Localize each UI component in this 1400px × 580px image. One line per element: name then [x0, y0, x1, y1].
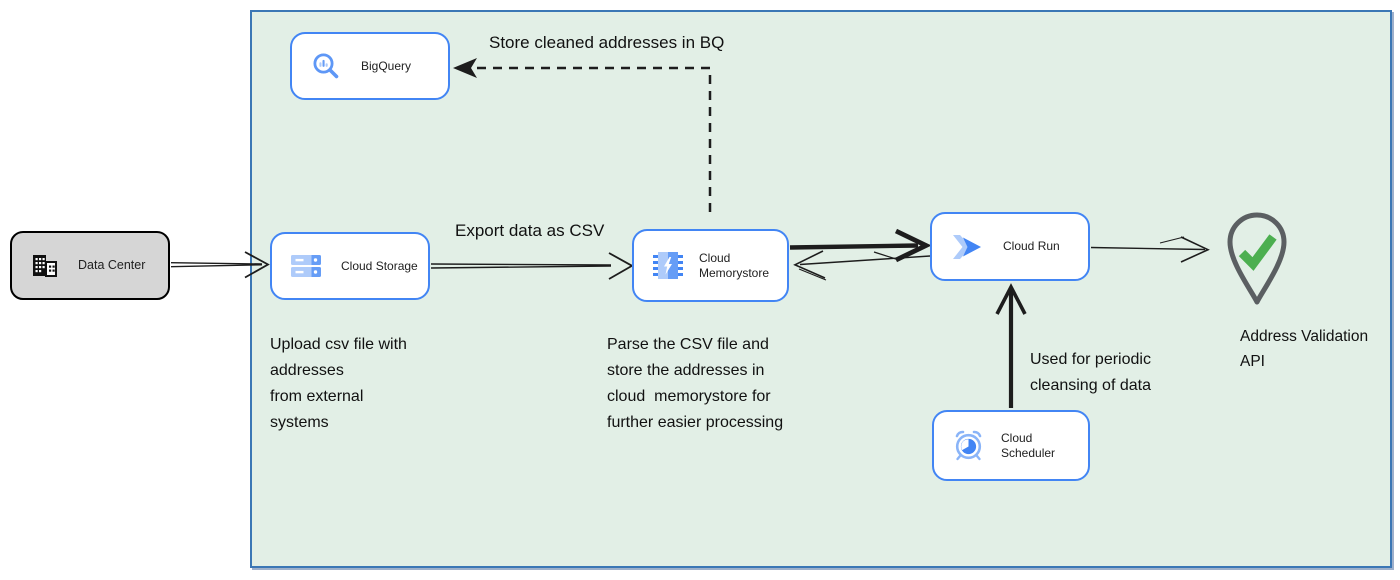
data-center-node[interactable]: Data Center [10, 231, 170, 300]
map-pin-check-icon [1227, 212, 1287, 305]
cloud-run-label: Cloud Run [1003, 239, 1060, 253]
bigquery-label: BigQuery [361, 58, 412, 73]
upload-note-annotation: Upload csv file with addresses from exte… [270, 336, 407, 431]
cloud-memorystore-node[interactable]: Cloud Memorystore [632, 229, 789, 302]
parse-note-annotation: Parse the CSV file and store the address… [607, 336, 784, 431]
periodic-note-annotation: Used for periodic cleansing of data [1030, 351, 1151, 394]
address-validation-pin[interactable] [1219, 208, 1295, 313]
cloud-storage-icon [291, 253, 321, 279]
store-bq-annotation: Store cleaned addresses in BQ [489, 33, 725, 52]
cloud-scheduler-icon [953, 430, 984, 461]
address-validation-label: Address Validation API [1240, 328, 1372, 370]
gcp-boundary [250, 10, 1392, 568]
cloud-scheduler-node[interactable]: Cloud Scheduler [932, 410, 1090, 481]
bigquery-icon [311, 51, 341, 81]
cloud-memorystore-icon [653, 250, 683, 282]
bigquery-node[interactable]: BigQuery [290, 32, 450, 100]
cloud-run-icon [951, 233, 983, 261]
data-center-label: Data Center [78, 257, 146, 272]
cloud-run-node[interactable]: Cloud Run [930, 212, 1090, 281]
cloud-storage-label: Cloud Storage [341, 258, 418, 273]
data-center-icon [31, 252, 58, 279]
export-csv-annotation: Export data as CSV [455, 221, 605, 240]
cloud-memorystore-label: Cloud Memorystore [699, 250, 770, 280]
cloud-storage-node[interactable]: Cloud Storage [270, 232, 430, 300]
cloud-scheduler-label: Cloud Scheduler [1001, 430, 1056, 460]
